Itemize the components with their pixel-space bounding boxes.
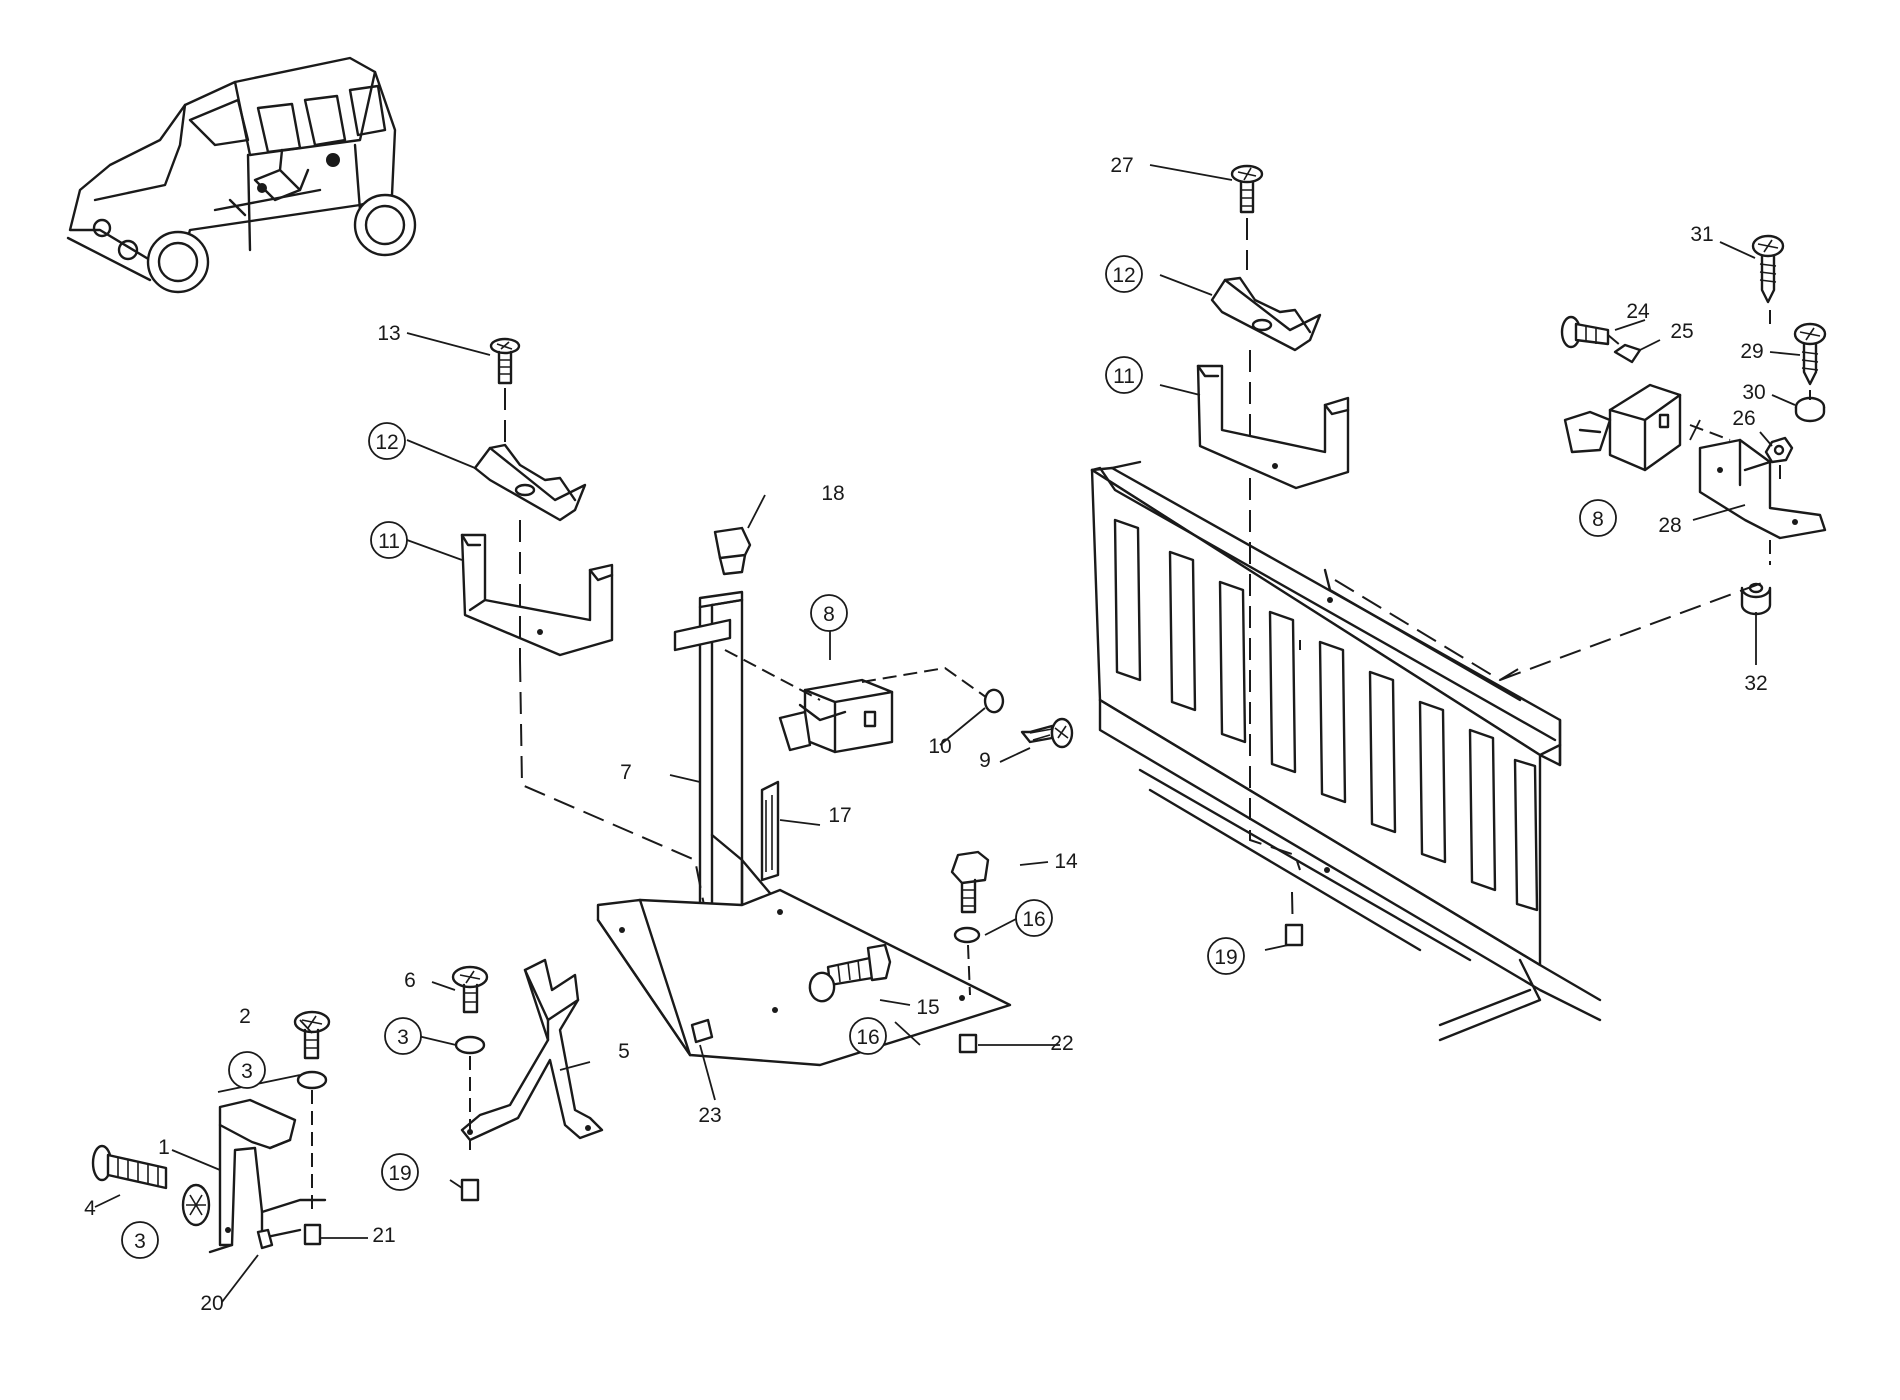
callout-11: 11 bbox=[1113, 365, 1135, 388]
callout-17: 17 bbox=[828, 804, 851, 827]
callout-8: 8 bbox=[823, 603, 835, 626]
left-bracket-stack bbox=[460, 337, 711, 936]
right-latch-assembly bbox=[1560, 234, 1827, 616]
callout-21: 21 bbox=[372, 1224, 395, 1247]
callout-16: 16 bbox=[1022, 908, 1045, 931]
callout-14: 14 bbox=[1054, 850, 1078, 873]
callout-11: 11 bbox=[378, 530, 400, 553]
callout-23: 23 bbox=[698, 1104, 721, 1127]
callout-28: 28 bbox=[1658, 514, 1681, 537]
callout-19: 19 bbox=[388, 1162, 411, 1185]
callout-16: 16 bbox=[856, 1026, 879, 1049]
callout-7: 7 bbox=[620, 761, 632, 784]
callout-29: 29 bbox=[1740, 340, 1763, 363]
callout-27: 27 bbox=[1110, 154, 1133, 177]
callout-3: 3 bbox=[134, 1230, 146, 1253]
callout-12: 12 bbox=[375, 431, 398, 454]
callout-31: 31 bbox=[1690, 223, 1713, 246]
callout-25: 25 bbox=[1670, 320, 1693, 343]
leader-lines bbox=[94, 164, 1801, 1303]
callout-26: 26 bbox=[1732, 407, 1755, 430]
callout-12: 12 bbox=[1112, 264, 1135, 287]
callout-1: 1 bbox=[158, 1136, 170, 1159]
callout-30: 30 bbox=[1742, 381, 1765, 404]
callout-3: 3 bbox=[241, 1060, 253, 1083]
callout-22: 22 bbox=[1050, 1032, 1073, 1055]
callout-2: 2 bbox=[239, 1005, 251, 1028]
callout-18: 18 bbox=[821, 482, 844, 505]
callout-5: 5 bbox=[618, 1040, 630, 1063]
callout-6: 6 bbox=[404, 969, 416, 992]
callout-10: 10 bbox=[928, 735, 951, 758]
callout-19: 19 bbox=[1214, 946, 1237, 969]
callout-13: 13 bbox=[377, 322, 400, 345]
callout-8: 8 bbox=[1592, 508, 1604, 531]
lower-left-brackets bbox=[91, 958, 604, 1254]
spare-carrier-frame bbox=[596, 526, 1074, 1067]
callout-4: 4 bbox=[84, 1197, 96, 1220]
callout-24: 24 bbox=[1626, 300, 1650, 323]
callout-15: 15 bbox=[916, 996, 939, 1019]
callout-9: 9 bbox=[979, 749, 991, 772]
vehicle-locator-illustration bbox=[66, 56, 417, 294]
callout-labels: 1 2 3 3 3 4 5 6 7 8 8 9 10 11 11 12 12 1… bbox=[84, 154, 1768, 1315]
callout-20: 20 bbox=[200, 1292, 223, 1315]
callout-32: 32 bbox=[1744, 672, 1767, 695]
callout-3: 3 bbox=[397, 1026, 409, 1049]
tailgate-panel bbox=[1090, 164, 1771, 1042]
